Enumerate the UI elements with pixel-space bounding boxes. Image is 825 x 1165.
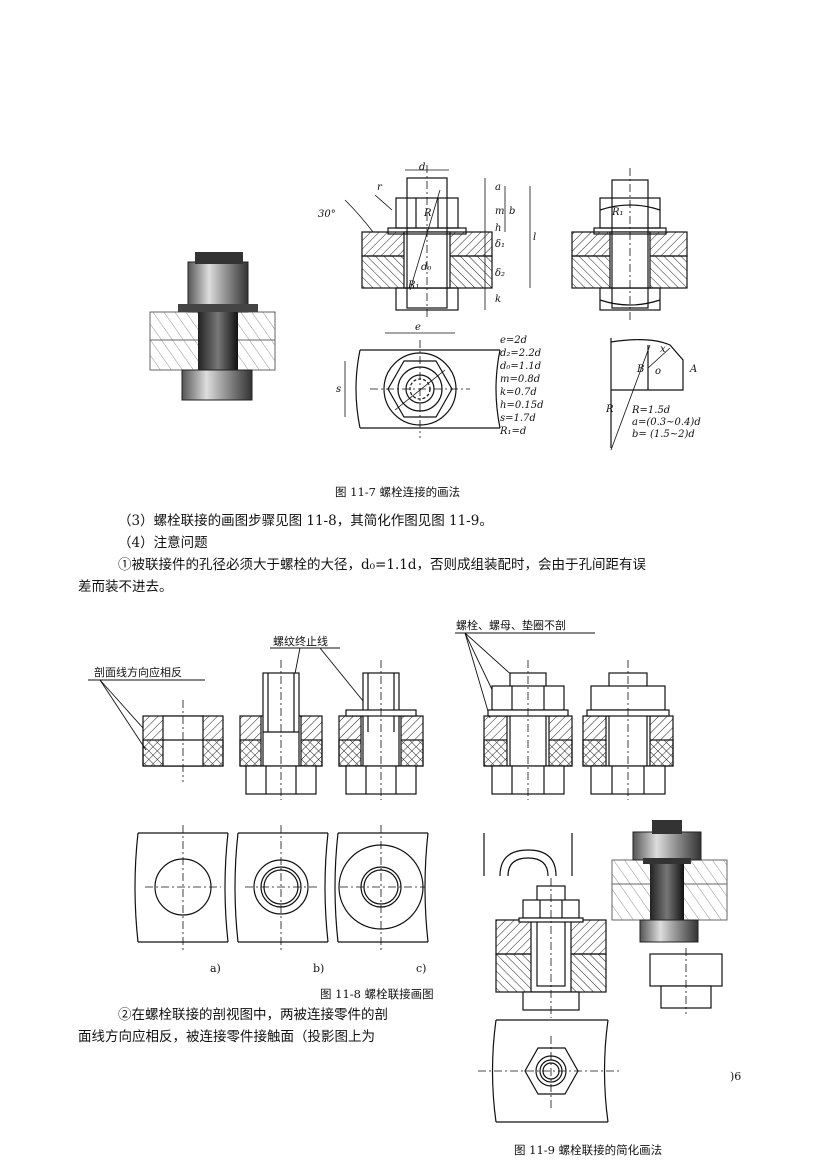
dim-label: r: [377, 182, 383, 193]
page-number: )6: [730, 1070, 742, 1083]
formula: h=0.15d: [500, 400, 544, 411]
formula: k=0.7d: [500, 387, 537, 398]
rule2-line2: 面线方向应相反，被连接零件接触面（投影图上为: [78, 1029, 375, 1045]
dim-label: l: [533, 232, 536, 243]
dim-label: A: [689, 364, 697, 375]
callout-no-section: 螺栓、螺母、垫圈不剖: [456, 619, 566, 632]
sublabel-b: b): [313, 962, 325, 975]
callout-thread-end-line: 螺纹终止线: [273, 635, 328, 648]
dim-label: m: [495, 206, 504, 217]
fig7-formulas-left: e=2d d₂=2.2d d₀=1.1d m=0.8d k=0.7d h=0.1…: [499, 335, 544, 437]
callout-hatch-direction: 剖面线方向应相反: [94, 666, 182, 679]
dim-label: B: [636, 364, 644, 375]
fig7-side-view: [571, 168, 688, 320]
dim-label: R: [423, 208, 432, 219]
fig7-pictorial-assembly: [149, 252, 276, 401]
rule1-line2: 差而装不进去。: [78, 579, 173, 595]
fig7-front-view: [344, 165, 531, 318]
dim-label: 30°: [318, 209, 336, 220]
dim-label: δ₂: [495, 268, 505, 279]
sublabel-c: c): [416, 962, 427, 975]
fig7-caption: 图 11-7 螺栓连接的画法: [335, 485, 461, 499]
dim-label: d₀: [421, 262, 431, 273]
dim-label: R₁: [407, 280, 420, 291]
fig7-formulas-right: R=1.5d a=(0.3~0.4)d b= (1.5~2)d: [631, 405, 701, 440]
dim-label: b: [509, 206, 515, 217]
step3-paragraph: （3）螺栓联接的画图步骤见图 11-8，其简化作图见图 11-9。: [118, 513, 493, 529]
rule1-line1: ①被联接件的孔径必须大于螺栓的大径，d₀=1.1d，否则成组装配时，会由于孔间距…: [118, 557, 646, 573]
formula: R₁=d: [499, 426, 526, 437]
fig9-pictorial-assembly: [611, 820, 728, 943]
fig7-chamfer-detail: [610, 338, 684, 451]
formula: b= (1.5~2)d: [632, 429, 695, 440]
dim-label: h: [495, 223, 501, 234]
dim-label: k: [495, 294, 501, 305]
fig8-section-b: [239, 660, 323, 800]
fig8-section-e: [582, 660, 674, 800]
formula: a=(0.3~0.4)d: [632, 417, 701, 428]
dim-label: s: [336, 384, 341, 395]
formula: e=2d: [500, 335, 527, 346]
formula: d₀=1.1d: [500, 361, 541, 372]
dim-label: R: [605, 404, 614, 415]
fig7-dimension-labels: d r 30° R d₀ R₁ a m h b δ₁ δ₂ l k e s R₁…: [318, 162, 697, 415]
dim-label: o: [655, 366, 661, 377]
sublabel-a: a): [210, 962, 221, 975]
fig9-caption: 图 11-9 螺栓联接的简化画法: [514, 1143, 663, 1157]
dim-label: R₁: [611, 207, 624, 218]
fig8-section-a: [142, 700, 224, 782]
fig8-caption: 图 11-8 螺栓联接画图: [320, 987, 434, 1001]
dim-label: e: [415, 322, 421, 333]
formula: d₂=2.2d: [500, 348, 541, 359]
dim-label: a: [495, 182, 501, 193]
formula: s=1.7d: [500, 413, 536, 424]
dim-label: x: [660, 344, 666, 355]
fig9-section-view: [495, 878, 607, 1018]
note4-heading: （4）注意问题: [118, 535, 208, 551]
fig8-section-c: [338, 660, 424, 800]
formula: R=1.5d: [631, 405, 670, 416]
fig8-section-d: [483, 660, 573, 800]
fig7-top-view: [344, 332, 501, 438]
formula: m=0.8d: [500, 374, 540, 385]
fig9-top-view: [478, 1019, 622, 1123]
dim-label: δ₁: [495, 239, 505, 250]
dim-label: d: [419, 162, 425, 173]
rule2-line1: ②在螺栓联接的剖视图中，两被连接零件的剖: [118, 1007, 388, 1023]
fig8-top-views: [134, 825, 573, 950]
fig9-nut-side-view: [649, 948, 723, 1014]
